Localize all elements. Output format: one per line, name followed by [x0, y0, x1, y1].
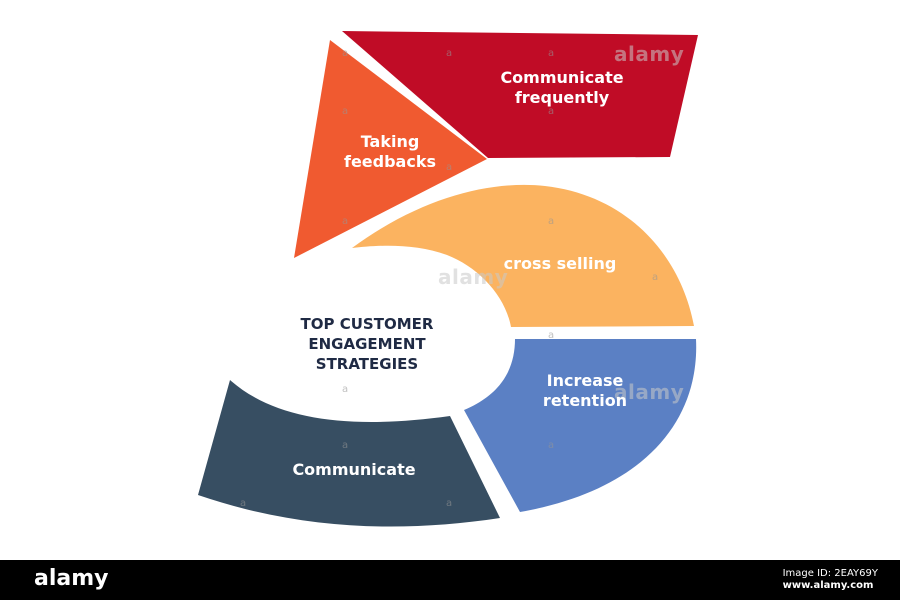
label-cross-selling: cross selling: [503, 254, 617, 273]
footer-info: Image ID: 2EAY69Y www.alamy.com: [783, 568, 878, 592]
center-title: TOP CUSTOMER ENGAGEMENT STRATEGIES: [300, 315, 434, 373]
label-taking-feedbacks: Taking feedbacks: [343, 132, 436, 171]
footer-bar: alamy Image ID: 2EAY69Y www.alamy.com: [0, 560, 900, 600]
footer-logo: alamy: [34, 566, 109, 591]
label-communicate-frequently: Communicate frequently: [500, 68, 624, 107]
segment-cross-selling: [352, 184, 694, 327]
segment-communicate: [198, 380, 500, 527]
label-increase-retention: Increase retention: [542, 371, 628, 410]
image-id-text: Image ID: 2EAY69Y: [782, 568, 878, 579]
footer-url: www.alamy.com: [782, 580, 874, 591]
five-shaped-diagram: [198, 31, 698, 527]
segment-taking-feedbacks: [294, 40, 487, 258]
segment-communicate-frequently: [342, 31, 698, 158]
label-communicate: Communicate: [292, 460, 416, 479]
segment-increase-retention: [464, 339, 697, 512]
